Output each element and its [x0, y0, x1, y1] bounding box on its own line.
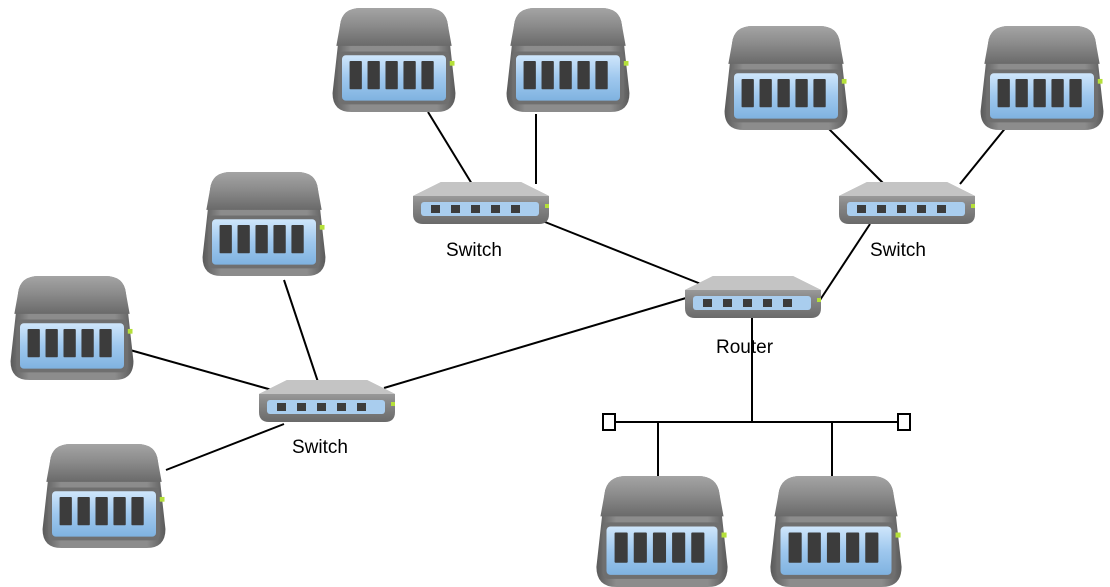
link-server-5-switch-left: [283, 279, 319, 383]
link-switch-left-router: [383, 297, 687, 389]
link-server-6-switch-left: [129, 349, 273, 391]
server-icon: [596, 476, 728, 587]
terminator-icon: [602, 413, 616, 431]
server-icon: [506, 8, 630, 112]
server-icon: [332, 8, 456, 112]
server-icon: [770, 476, 902, 587]
router-icon: [685, 276, 821, 318]
switch-icon: [259, 380, 395, 422]
switch-label-top: Switch: [446, 240, 502, 261]
server-icon: [202, 172, 326, 276]
link-server-3-switch-right: [819, 119, 885, 185]
links: [129, 109, 1021, 478]
switch-icon: [413, 182, 549, 224]
server-icon: [10, 276, 134, 380]
link-switch-top-router: [539, 219, 707, 287]
link-switch-right-router: [819, 223, 871, 301]
link-server-1-switch-top: [427, 111, 473, 185]
server-icon: [42, 444, 166, 548]
router-label: Router: [716, 337, 774, 358]
server-icon: [724, 26, 848, 130]
terminator-icon: [897, 413, 911, 431]
switch-label-right: Switch: [870, 240, 926, 261]
link-server-7-switch-left: [165, 423, 285, 471]
switch-label-left: Switch: [292, 437, 348, 458]
switch-icon: [839, 182, 975, 224]
server-icon: [980, 26, 1104, 130]
